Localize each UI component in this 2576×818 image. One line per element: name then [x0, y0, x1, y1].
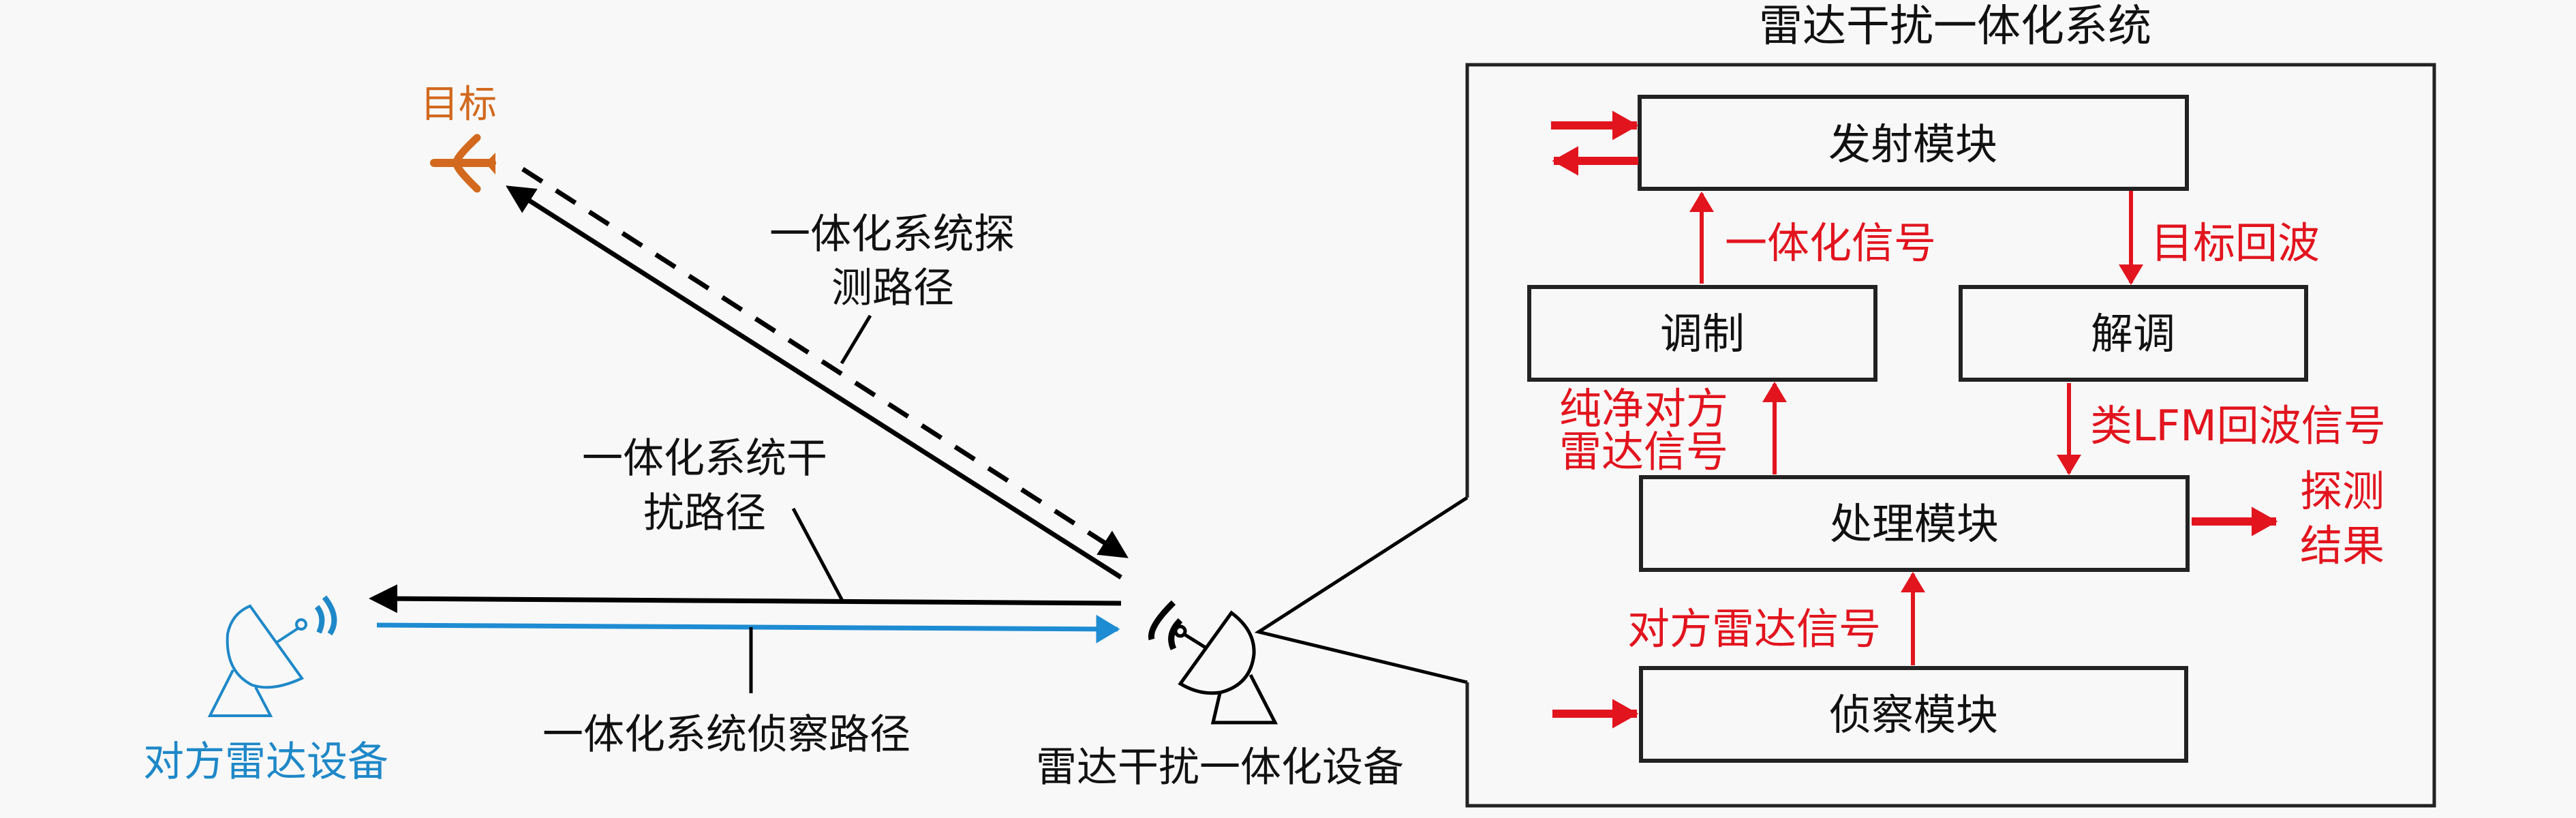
- callout-lines: [1254, 496, 1469, 684]
- integrated-device-label: 雷达干扰一体化设备: [1036, 744, 1404, 791]
- radar-dish-icon: [1148, 600, 1278, 725]
- demodulation-module-label: 解调: [2091, 309, 2175, 359]
- detection-path-label-line1: 一体化系统探: [769, 211, 1015, 258]
- reconnaissance-module-label: 侦察模块: [1829, 690, 1998, 740]
- modulation-module: 调制: [1527, 285, 1877, 382]
- demodulation-module: 解调: [1959, 285, 2308, 382]
- enemy-radar-signal-label: 对方雷达信号: [1627, 604, 1881, 654]
- detection-result-label-line2: 结果: [2300, 521, 2385, 571]
- transmit-module-label: 发射模块: [1828, 119, 1997, 169]
- airplane-icon: [430, 134, 496, 193]
- modulation-module-label: 调制: [1660, 309, 1745, 359]
- detection-path-leader: [840, 314, 872, 365]
- system-frame: [1465, 63, 2436, 808]
- integrated-signal-label: 一体化信号: [1725, 218, 1936, 268]
- interference-path-label-line2: 扰路径: [643, 489, 766, 537]
- enemy-radar: 对方雷达设备: [143, 595, 388, 786]
- interference-path-arrow: [369, 584, 1122, 614]
- integrated-device: 雷达干扰一体化设备: [1036, 600, 1404, 791]
- interference-path-leader: [791, 507, 844, 602]
- lfm-echo-label: 类LFM回波信号: [2090, 401, 2386, 451]
- target: 目标: [420, 82, 497, 193]
- enemy-radar-label: 对方雷达设备: [143, 738, 388, 786]
- detection-path-echo-dashed: [521, 167, 1129, 558]
- processing-module-label: 处理模块: [1830, 499, 1999, 549]
- reconnaissance-path-label: 一体化系统侦察路径: [542, 711, 910, 759]
- reconnaissance-path-arrow: [376, 614, 1120, 643]
- system-title: 雷达干扰一体化系统: [1759, 1, 2151, 52]
- detection-path-label-line2: 测路径: [831, 264, 954, 312]
- detection-path-outgoing: [506, 185, 1122, 579]
- radar-dish-icon: [207, 595, 337, 717]
- clean-radar-signal-label-line2: 雷达信号: [1559, 427, 1728, 476]
- target-echo-label: 目标回波: [2151, 218, 2320, 268]
- processing-module: 处理模块: [1639, 475, 2190, 572]
- clean-radar-signal-label-line1: 纯净对方: [1559, 384, 1728, 434]
- interference-path-label-line1: 一体化系统干: [582, 435, 827, 483]
- detection-result-label-line1: 探测: [2300, 466, 2385, 516]
- target-label: 目标: [420, 82, 497, 127]
- transmit-module: 发射模块: [1638, 95, 2189, 191]
- reconnaissance-module: 侦察模块: [1639, 666, 2188, 763]
